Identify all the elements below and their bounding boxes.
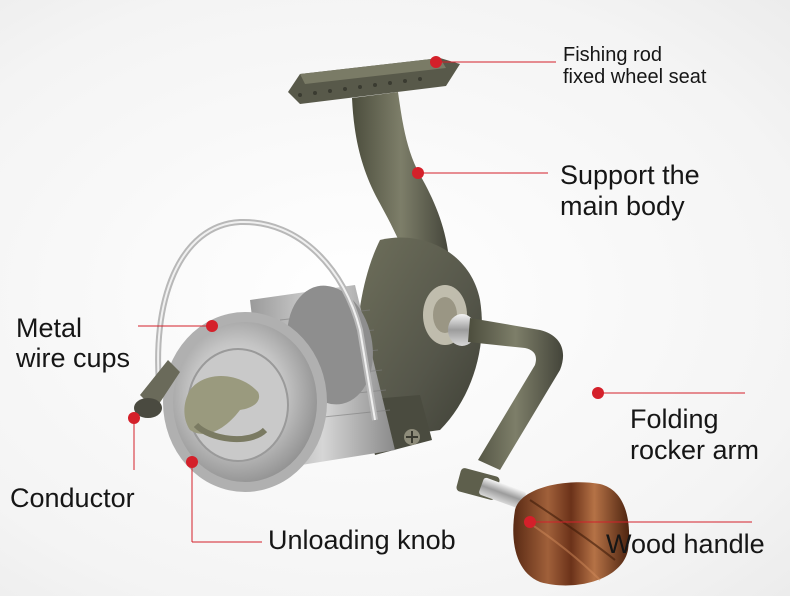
callout-dot-unloading-knob [186,456,198,468]
label-rod-seat-line2: fixed wheel seat [563,66,707,88]
label-main-body: Support the main body [560,160,700,222]
label-wood-handle: Wood handle [606,529,765,559]
label-rocker-arm: Folding rocker arm [630,404,759,466]
label-wire-cups-line1: Metal [16,313,83,343]
label-rod-seat: Fishing rod fixed wheel seat [563,44,706,88]
callout-dots [128,56,604,528]
label-conductor-line1: Conductor [10,483,135,513]
label-main-body-line1: Support the [560,160,700,190]
label-conductor: Conductor [10,483,135,513]
rod-seat-part [288,58,460,104]
spool-part [163,285,395,492]
label-unloading-knob: Unloading knob [268,525,456,555]
callout-dot-wire-cups [206,320,218,332]
callout-dot-rod-seat [430,56,442,68]
callout-dot-rocker-arm [592,387,604,399]
label-wire-cups-line2: wire cups [16,343,131,373]
wood-handle-part [513,482,630,586]
callout-lines [133,61,752,543]
label-wood-handle-line1: Wood handle [606,529,765,559]
label-main-body-line2: main body [560,191,685,221]
callout-dot-conductor [128,412,140,424]
label-wire-cups: Metal wire cups [16,313,130,373]
callout-dot-main-body [412,167,424,179]
label-rocker-arm-line1: Folding [630,404,719,434]
label-rocker-arm-line2: rocker arm [630,435,760,465]
label-rod-seat-line1: Fishing rod [563,44,662,66]
callout-dot-wood-handle [524,516,536,528]
rocker-arm-part [448,314,564,509]
label-unloading-knob-line1: Unloading knob [268,525,456,555]
conductor-part [134,360,180,418]
